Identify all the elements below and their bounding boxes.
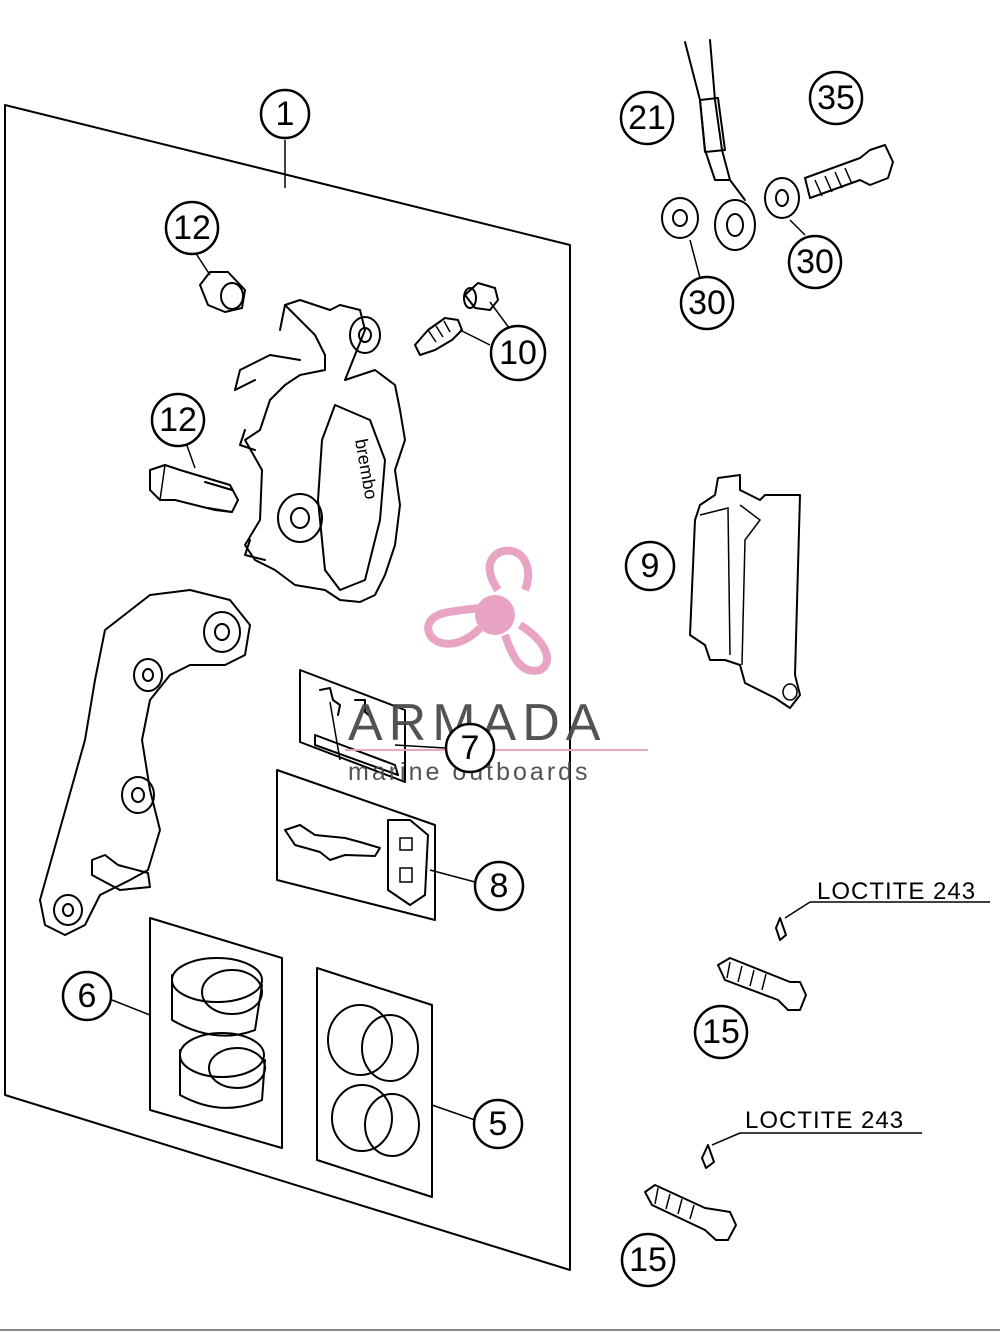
loctite-label-lower: LOCTITE 243 <box>745 1107 904 1134</box>
callout-8: 8 <box>473 860 525 912</box>
callout-6: 6 <box>61 970 113 1022</box>
brake-pads <box>689 474 801 709</box>
caliper-bracket <box>39 589 251 936</box>
callout-5: 5 <box>472 1098 524 1150</box>
brake-line-assembly <box>661 39 894 279</box>
bleed-valve <box>414 282 499 356</box>
svg-text:7: 7 <box>461 729 480 767</box>
pin-kit-box <box>299 669 446 783</box>
svg-text:12: 12 <box>159 401 197 439</box>
caliper-brand-text: brembo <box>351 437 381 501</box>
watermark: ARMADA marine outboards <box>345 546 648 786</box>
leader-5 <box>431 1104 476 1121</box>
svg-text:10: 10 <box>499 334 537 372</box>
screw-lower <box>644 1132 922 1241</box>
dust-cap <box>199 271 246 313</box>
callout-12-upper: 12 <box>164 200 220 256</box>
leader-8 <box>429 869 476 883</box>
seal-kit-box <box>316 967 476 1198</box>
callout-30-right: 30 <box>787 234 843 290</box>
loctite-label-upper: LOCTITE 243 <box>817 878 976 905</box>
leader-30-left <box>689 239 701 279</box>
caliper-bolt <box>149 464 239 513</box>
svg-text:12: 12 <box>173 209 211 247</box>
callout-9: 9 <box>624 540 676 592</box>
svg-text:21: 21 <box>628 99 666 137</box>
callout-15-lower: 15 <box>620 1232 676 1288</box>
callout-12-lower: 12 <box>150 392 206 448</box>
svg-text:30: 30 <box>688 284 726 322</box>
leader-7 <box>394 744 446 749</box>
svg-text:8: 8 <box>490 867 509 905</box>
svg-text:9: 9 <box>641 547 660 585</box>
callout-1: 1 <box>259 88 311 140</box>
svg-text:15: 15 <box>702 1013 740 1051</box>
leader-6 <box>111 999 151 1016</box>
callout-35: 35 <box>808 70 864 126</box>
spring-kit-box <box>276 769 476 921</box>
callout-7: 7 <box>444 722 496 774</box>
leader-30-right <box>789 219 806 236</box>
svg-text:30: 30 <box>796 243 834 281</box>
svg-text:6: 6 <box>78 977 97 1015</box>
propeller-logo <box>423 546 552 675</box>
screw-upper <box>717 901 990 1011</box>
callout-30-left: 30 <box>679 275 735 331</box>
brake-caliper: brembo <box>234 299 406 603</box>
callout-21: 21 <box>619 90 675 146</box>
assembly-panel <box>4 104 571 1271</box>
callout-15-upper: 15 <box>693 1004 749 1060</box>
svg-text:15: 15 <box>629 1241 667 1279</box>
leader-12-upper <box>194 251 211 276</box>
svg-text:1: 1 <box>276 95 295 133</box>
callout-10: 10 <box>489 324 547 382</box>
svg-text:5: 5 <box>489 1105 508 1143</box>
piston-kit-box <box>111 917 283 1149</box>
svg-text:35: 35 <box>817 79 855 117</box>
